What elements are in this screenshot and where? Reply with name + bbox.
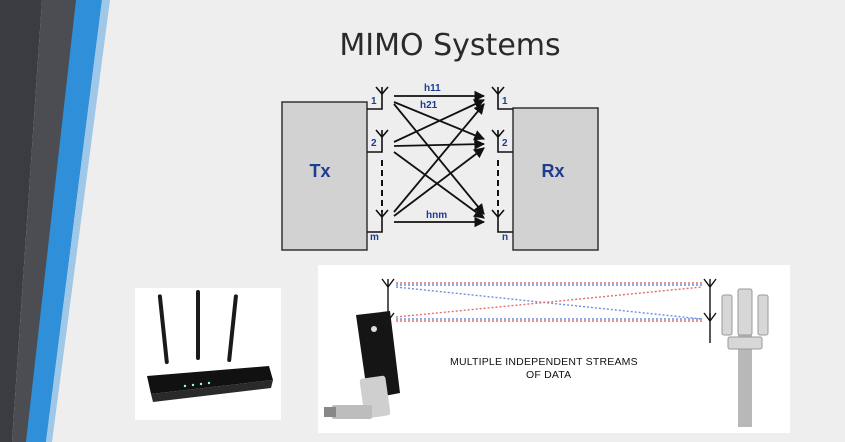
cell-tower [721, 288, 769, 427]
rx-label: Rx [541, 161, 564, 181]
streams-caption-line1: MULTIPLE INDEPENDENT STREAMS [450, 356, 638, 368]
rx-antenna-1: 1 [502, 96, 508, 107]
channel-label-hnm: hnm [426, 210, 447, 221]
channel-label-h21: h21 [420, 100, 438, 111]
tx-antenna-m: m [370, 232, 379, 243]
rx-antenna-n: n [502, 232, 508, 243]
decorative-stripes [0, 0, 110, 442]
tx-box [281, 101, 368, 251]
router-image [135, 288, 281, 420]
tx-antenna-1: 1 [371, 96, 377, 107]
streams-caption-line2: OF DATA [526, 369, 572, 381]
tx-antenna-2: 2 [371, 138, 377, 149]
channel-label-h11: h11 [424, 83, 441, 94]
streams-panel [318, 265, 790, 433]
usb-modem [324, 311, 400, 419]
rx-box [512, 107, 599, 251]
mimo-diagram: Tx Rx 1 2 m 1 2 n [281, 83, 599, 251]
streams-caption: MULTIPLE INDEPENDENT STREAMS OF DATA [450, 356, 638, 381]
slide-title: MIMO Systems [339, 28, 561, 63]
tx-label: Tx [309, 161, 330, 181]
rx-antenna-2: 2 [502, 138, 508, 149]
